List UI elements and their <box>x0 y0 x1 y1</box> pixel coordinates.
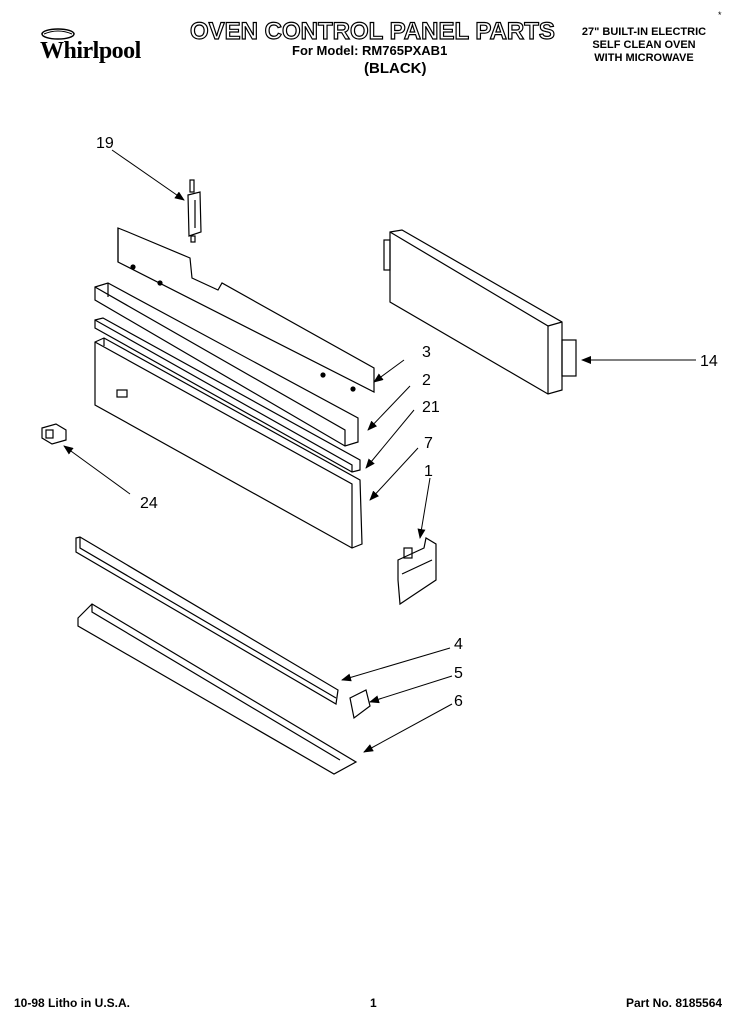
brand-name: Whirlpool <box>40 38 141 64</box>
callout-3: 3 <box>422 344 431 361</box>
page-title: OVEN CONTROL PANEL PARTS <box>189 17 555 45</box>
callout-5: 5 <box>454 665 463 682</box>
part-1-bracket <box>397 537 437 606</box>
description-line-1: 27" BUILT-IN ELECTRIC <box>581 26 707 38</box>
callout-7: 7 <box>424 435 433 452</box>
part-4-trim <box>75 536 339 705</box>
description-line-2: SELF CLEAN OVEN <box>592 39 696 51</box>
product-description: 27" BUILT-IN ELECTRIC SELF CLEAN OVEN WI… <box>578 26 710 65</box>
model-line: For Model: RM765PXAB1 <box>292 43 448 58</box>
callout-21: 21 <box>422 399 440 416</box>
callout-6: 6 <box>454 693 463 710</box>
callout-24: 24 <box>140 495 158 512</box>
description-line-3: WITH MICROWAVE <box>594 52 694 64</box>
part-7-control-panel <box>94 337 363 549</box>
whirlpool-logo <box>30 26 160 72</box>
footer-print-info: 10-98 Litho in U.S.A. <box>14 996 131 1010</box>
corner-mark: * <box>718 10 722 20</box>
callout-2: 2 <box>422 372 431 389</box>
callout-14: 14 <box>700 353 718 370</box>
part-number: Part No. 8185564 <box>626 996 723 1010</box>
part-24-switch <box>41 423 67 445</box>
color-label: (BLACK) <box>364 60 427 77</box>
callout-19: 19 <box>96 135 114 152</box>
callout-1: 1 <box>424 463 433 480</box>
part-21-strip <box>94 317 361 473</box>
part-19-bracket <box>187 179 202 243</box>
part-5-end-cap <box>349 689 371 720</box>
part-3-mounting-plate <box>117 227 375 393</box>
part-14-box <box>383 229 577 395</box>
part-2-channel <box>94 282 359 447</box>
page-number: 1 <box>370 996 377 1010</box>
callout-4: 4 <box>454 636 463 653</box>
part-6-channel <box>77 603 358 775</box>
